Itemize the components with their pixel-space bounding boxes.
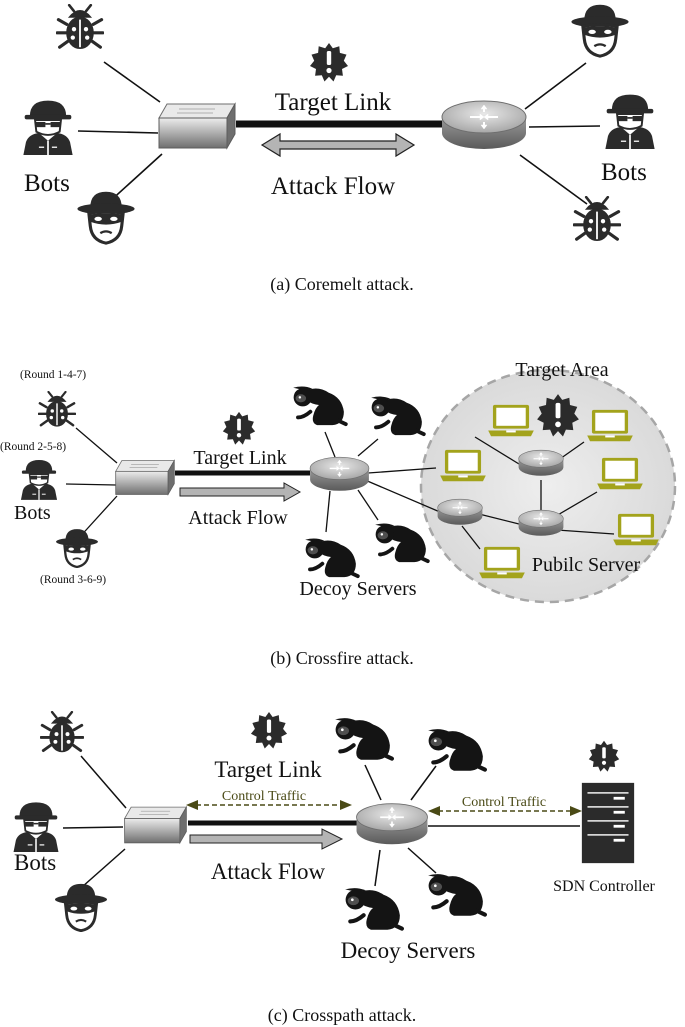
spy-icon (570, 3, 630, 58)
target-area-label: Target Area (515, 359, 608, 381)
hacker-icon (20, 459, 58, 500)
panel-b-attack-flow-label: Attack Flow (188, 507, 288, 529)
laptop-icon (479, 546, 525, 579)
sloth-icon (428, 874, 485, 916)
laptop-icon (587, 409, 633, 442)
panel-c-target-link-label: Target Link (214, 757, 322, 782)
attack-flow-arrow (260, 132, 416, 158)
laptop-icon (613, 513, 659, 546)
panel-c-attack-flow-arrow (189, 828, 344, 850)
router-icon (309, 456, 370, 492)
router-icon (518, 509, 564, 537)
panel-b-decoy-servers-label: Decoy Servers (299, 578, 416, 600)
panel-a-attack-flow-label: Attack Flow (271, 173, 395, 200)
round-3-label: (Round 3-6-9) (40, 574, 106, 586)
panel-a-coremelt: Target Link Attack Flow Bots Bots (a) Co… (22, 3, 656, 295)
bug-icon (38, 391, 76, 428)
control-traffic-right-label: Control Traffic (462, 795, 546, 810)
panel-a-bots-left-label: Bots (24, 170, 70, 197)
bug-icon (573, 196, 621, 242)
bug-icon (40, 711, 84, 754)
control-traffic-left-arrow (186, 800, 352, 810)
bug-icon (56, 4, 104, 50)
spy-icon (53, 882, 109, 932)
sloth-icon (428, 729, 485, 771)
alert-icon (588, 740, 620, 772)
server-rack-icon (581, 782, 635, 864)
round-2-label: (Round 2-5-8) (0, 441, 66, 453)
panel-c-decoy-servers-label: Decoy Servers (341, 938, 476, 963)
sloth-icon (291, 384, 348, 427)
router-icon (437, 498, 483, 526)
router-icon (355, 802, 429, 846)
panel-b-crossfire: (Round 1-4-7) (Round 2-5-8) (Round 3-6-9… (0, 359, 677, 669)
panel-a-bot-links (77, 61, 601, 205)
panel-a-caption: (a) Coremelt attack. (270, 274, 413, 295)
alert-icon (250, 711, 288, 749)
sloth-icon (373, 521, 430, 564)
hacker-icon (12, 801, 60, 852)
sloth-icon (303, 536, 360, 579)
sloth-icon (335, 718, 392, 760)
public-server-label: Pubilc Server (532, 554, 641, 576)
hacker-icon (22, 99, 74, 155)
panel-c-caption: (c) Crosspath attack. (268, 1005, 416, 1026)
hacker-icon (604, 93, 656, 149)
router-icon (518, 449, 564, 477)
spy-icon (76, 190, 136, 245)
panel-c-bots-label: Bots (14, 850, 56, 875)
panel-a-target-link-label: Target Link (275, 89, 392, 116)
panel-c-crosspath: Target Link Control Traffic Control Traf… (12, 711, 656, 1026)
panel-b-target-link-label: Target Link (193, 447, 286, 469)
router-icon (441, 100, 527, 150)
round-1-label: (Round 1-4-7) (20, 369, 86, 381)
switch-icon (158, 103, 236, 149)
sloth-icon (345, 888, 402, 930)
panel-b-attack-flow-arrow (179, 482, 302, 502)
laptop-icon (488, 404, 534, 437)
control-traffic-left-label: Control Traffic (222, 789, 306, 804)
panel-b-caption: (b) Crossfire attack. (270, 648, 413, 669)
laptop-icon (440, 449, 486, 482)
panel-b-bots-label: Bots (14, 502, 51, 524)
sloth-icon (369, 394, 426, 437)
alert-icon (222, 411, 256, 445)
panel-a-bots-right-label: Bots (601, 159, 647, 186)
sdn-controller-label: SDN Controller (553, 878, 655, 895)
panel-c-links (62, 755, 580, 888)
switch-icon (115, 460, 175, 495)
panel-c-attack-flow-label: Attack Flow (211, 859, 326, 884)
switch-icon (124, 806, 187, 844)
alert-icon (310, 43, 348, 82)
control-traffic-right-arrow (428, 806, 582, 816)
spy-icon (54, 527, 100, 568)
laptop-icon (597, 457, 643, 490)
